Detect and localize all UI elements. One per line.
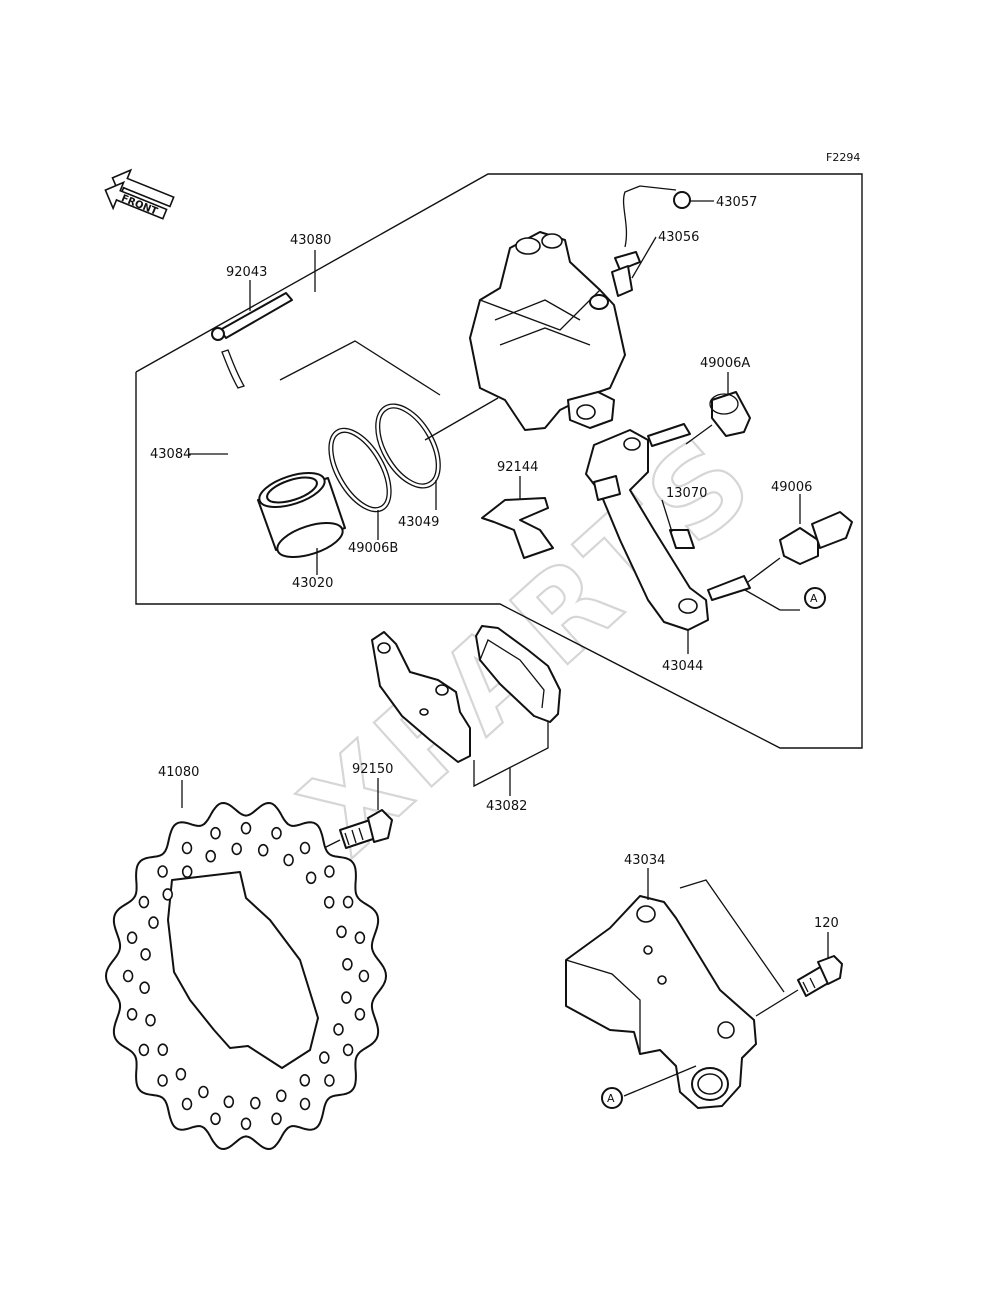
piston-group-bracket — [279, 340, 441, 396]
disc-drill-hole — [299, 841, 311, 855]
disc-drill-hole — [271, 1112, 282, 1126]
disc-drill-hole — [342, 895, 354, 909]
disc-drill-hole — [342, 957, 353, 971]
seal-49006B — [328, 427, 392, 540]
label-49006: 49006 — [771, 480, 812, 495]
disc-drill-hole — [333, 1023, 344, 1036]
boot-49006 — [747, 494, 853, 583]
disc-drill-hole — [138, 895, 150, 909]
banjo-fitting-43057 — [614, 185, 714, 271]
pin-92043 — [211, 280, 293, 341]
pad-spring-92144 — [481, 476, 554, 559]
disc-drill-hole — [181, 865, 193, 879]
caliper-body — [424, 231, 626, 441]
disc-drill-hole — [354, 931, 366, 945]
disc-drill-hole — [342, 1043, 354, 1057]
disc-drill-hole — [205, 849, 216, 863]
disc-drill-hole — [145, 1013, 156, 1027]
brake-disc-41080 — [105, 780, 387, 1150]
label-43082: 43082 — [486, 799, 527, 814]
disc-drill-hole — [240, 821, 252, 835]
disc-drill-hole — [231, 842, 242, 856]
seal-43049 — [375, 403, 441, 510]
disc-drill-hole — [181, 841, 193, 855]
label-43020: 43020 — [292, 576, 333, 591]
label-43056: 43056 — [658, 230, 699, 245]
disc-drill-hole — [157, 865, 168, 878]
boot-49006A — [685, 372, 751, 445]
ref-marker-a-lower-text: A — [607, 1092, 615, 1105]
disc-drill-hole — [122, 969, 134, 983]
disc-drill-hole — [162, 888, 173, 901]
disc-drill-hole — [210, 1112, 221, 1126]
brake-pad-left — [371, 631, 471, 763]
disc-drill-hole — [354, 1007, 366, 1021]
label-41080: 41080 — [158, 765, 199, 780]
disc-drill-hole — [126, 1007, 138, 1021]
label-92150: 92150 — [352, 762, 393, 777]
disc-drill-hole — [299, 1097, 311, 1111]
front-arrow-icon: FRONT — [104, 168, 175, 220]
disc-drill-hole — [250, 1096, 261, 1110]
disc-drill-hole — [324, 865, 335, 878]
disc-drill-hole — [358, 969, 370, 983]
label-43049: 43049 — [398, 515, 439, 530]
label-92043: 92043 — [226, 265, 267, 280]
disc-drill-hole — [318, 1051, 330, 1064]
label-49006B: 49006B — [348, 541, 398, 556]
disc-drill-hole — [324, 1074, 335, 1087]
disc-drill-hole — [126, 931, 138, 945]
label-43044: 43044 — [662, 659, 703, 674]
disc-drill-hole — [138, 1043, 150, 1057]
disc-drill-hole — [341, 991, 352, 1004]
label-43034: 43034 — [624, 853, 665, 868]
disc-drill-hole — [223, 1095, 235, 1109]
pad-bracket-43082 — [473, 722, 549, 788]
disc-drill-hole — [271, 826, 282, 840]
disc-drill-hole — [210, 826, 221, 840]
label-120: 120 — [814, 916, 839, 931]
brake-pad-right — [475, 625, 561, 723]
disc-drill-hole — [175, 1067, 187, 1081]
label-43080: 43080 — [290, 233, 331, 248]
figure-code: F2294 — [826, 151, 860, 164]
disc-drill-hole — [305, 871, 317, 885]
disc-drill-hole — [148, 916, 159, 929]
disc-drill-hole — [257, 843, 269, 857]
caliper-assembly-frame — [135, 173, 863, 749]
disc-drill-hole — [275, 1089, 287, 1103]
ref-marker-a-upper-text: A — [810, 592, 818, 605]
piston-43020 — [257, 472, 346, 575]
watermark: XPARTS — [276, 406, 782, 881]
disc-drill-hole — [336, 925, 347, 939]
ref-marker-a-upper: A — [744, 587, 826, 611]
bleeder-valve-43056 — [611, 236, 657, 297]
label-43084: 43084 — [150, 447, 191, 462]
disc-drill-hole — [157, 1074, 168, 1087]
label-43057: 43057 — [716, 195, 757, 210]
caliper-bracket-43044 — [585, 423, 751, 654]
label-49006A: 49006A — [700, 356, 750, 371]
disc-drill-hole — [181, 1097, 193, 1111]
disc-drill-hole — [240, 1117, 252, 1131]
shim-13070 — [661, 499, 695, 549]
disc-drill-hole — [323, 895, 335, 909]
disc-drill-hole — [140, 948, 151, 961]
disc-drill-hole — [157, 1043, 169, 1056]
caliper-mount-bracket-43034 — [565, 868, 785, 1109]
label-13070: 13070 — [666, 486, 707, 501]
disc-drill-hole — [283, 853, 294, 867]
label-92144: 92144 — [497, 460, 538, 475]
ref-marker-a-lower: A — [601, 1065, 697, 1109]
bolt-120 — [755, 932, 843, 1017]
disc-drill-hole — [198, 1085, 209, 1099]
disc-drill-hole — [299, 1074, 311, 1087]
clip-43084 — [188, 349, 245, 455]
disc-drill-hole — [139, 981, 150, 995]
bolt-92150 — [299, 778, 393, 861]
